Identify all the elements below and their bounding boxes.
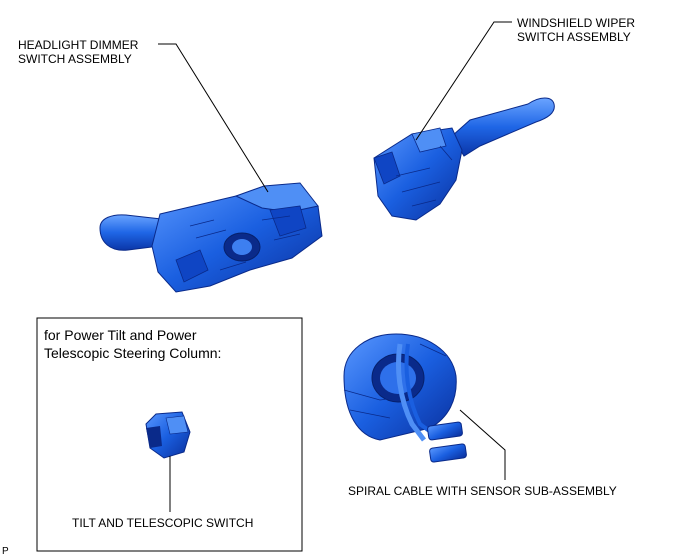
spiral-cable-label: SPIRAL CABLE WITH SENSOR SUB-ASSEMBLY — [348, 484, 617, 498]
windshield-wiper-label: WINDSHIELD WIPER SWITCH ASSEMBLY — [517, 16, 636, 44]
spiral-leader-line — [459, 409, 506, 480]
tilt-telescopic-label: TILT AND TELESCOPIC SWITCH — [72, 516, 254, 530]
wiper-leader-line — [415, 21, 512, 141]
leader-lines — [158, 21, 512, 512]
windshield-wiper-switch-part — [373, 97, 555, 221]
corner-mark: P — [2, 546, 9, 557]
power-tilt-inset-box — [36, 317, 303, 552]
headlight-dimmer-label: HEADLIGHT DIMMER SWITCH ASSEMBLY — [18, 38, 139, 66]
headlight-dimmer-switch-part — [99, 182, 323, 293]
headlight-leader-line — [158, 43, 269, 193]
spiral-cable-part — [343, 333, 467, 463]
tilt-telescopic-switch-part — [145, 411, 191, 459]
inset-title: for Power Tilt and Power Telescopic Stee… — [44, 327, 222, 361]
